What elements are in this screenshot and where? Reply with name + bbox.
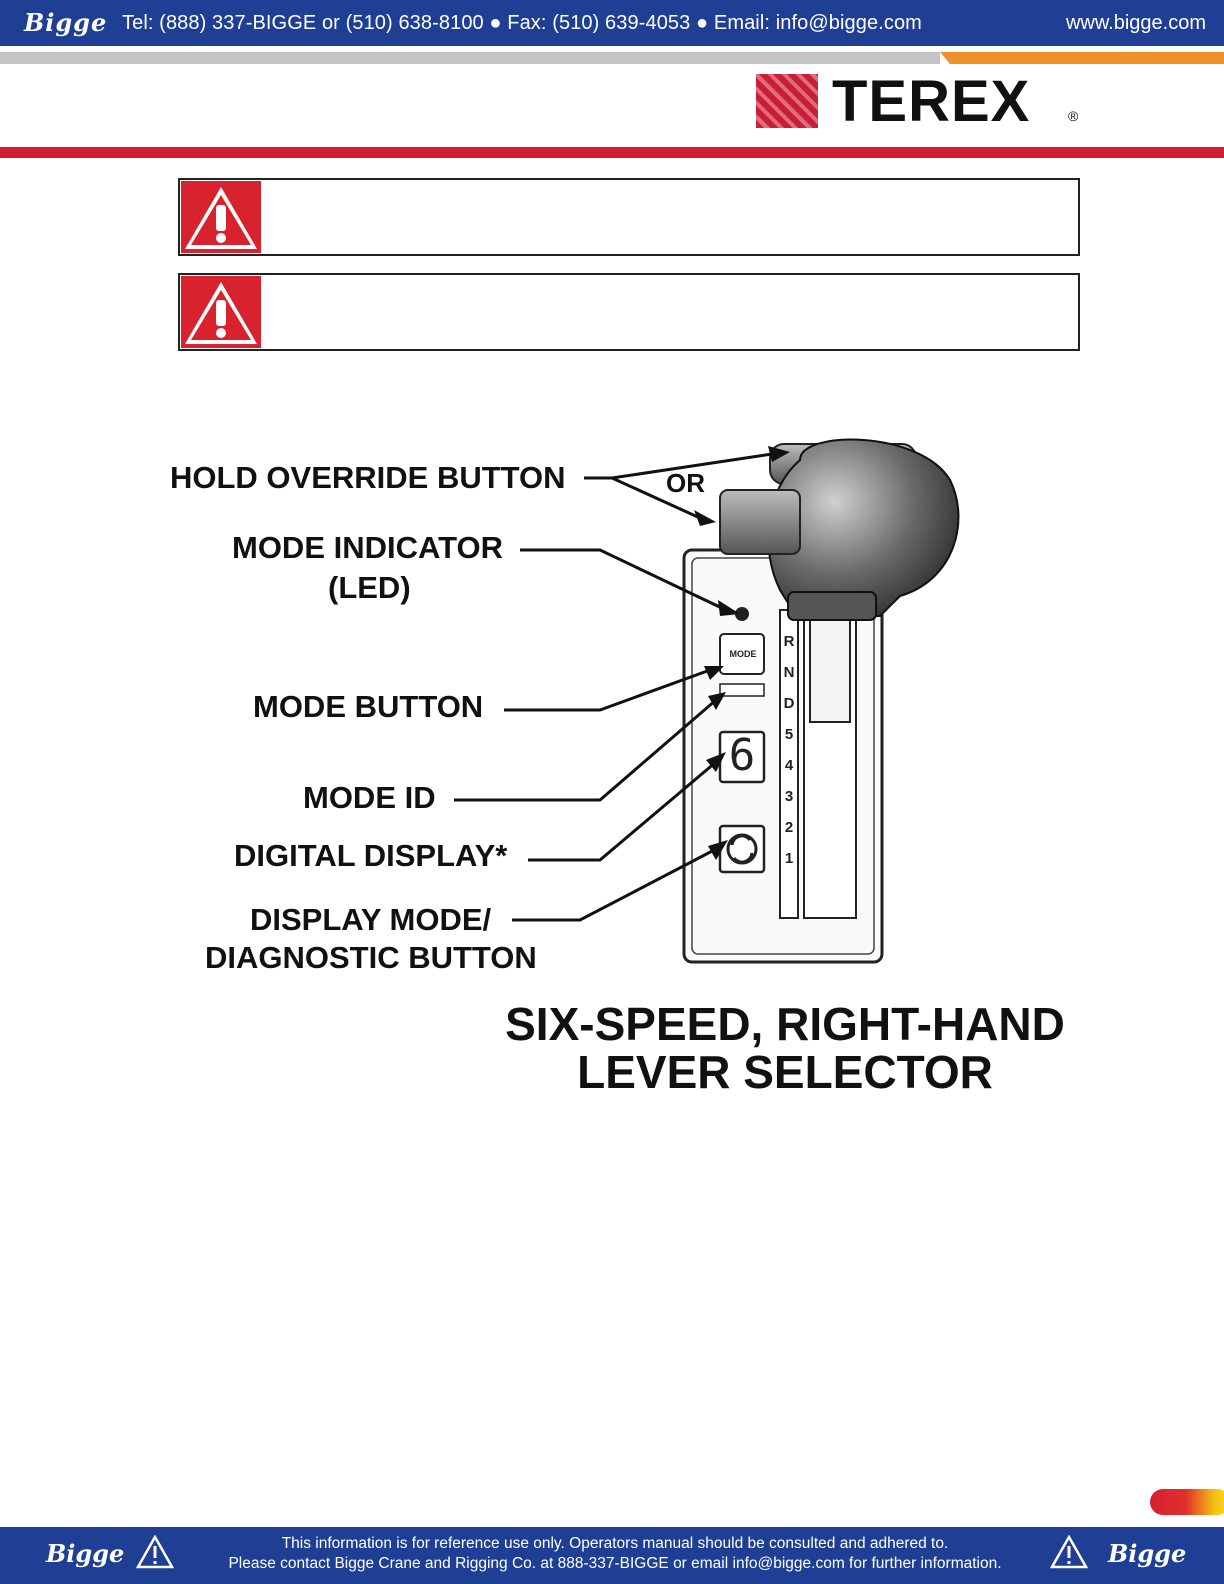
gear-position-label: R: [783, 633, 795, 650]
orange-stripe: [940, 52, 1224, 64]
label-or: OR: [666, 468, 705, 498]
footer-bigge-logo-right: Bigge: [1108, 1539, 1187, 1568]
gear-position-label: 5: [784, 726, 794, 743]
warning-box-2: [178, 273, 1080, 351]
terex-logo-text: TEREX: [832, 69, 1031, 134]
gray-stripe: [0, 52, 940, 64]
warning-box-1: [178, 178, 1080, 256]
label-mode-indicator: MODE INDICATOR: [232, 530, 503, 565]
terex-logo-mark: [756, 74, 818, 128]
gear-position-label: 4: [784, 757, 794, 774]
footer-bar: Bigge This information is for reference …: [0, 1527, 1224, 1584]
footer-line2: Please contact Bigge Crane and Rigging C…: [228, 1555, 1002, 1572]
footer-disclaimer: This information is for reference use on…: [190, 1534, 1040, 1574]
footer-line1: This information is for reference use on…: [281, 1535, 949, 1552]
figure-title-line2: LEVER SELECTOR: [577, 1046, 993, 1098]
warning-icon: [136, 1535, 174, 1569]
mode-key: [719, 633, 765, 675]
footer-bigge-logo-left: Bigge: [46, 1539, 125, 1568]
header-bar: Bigge Tel: (888) 337-BIGGE or (510) 638-…: [0, 0, 1224, 46]
bigge-logo: Bigge: [24, 8, 108, 37]
label-display-mode: DISPLAY MODE/: [250, 902, 492, 937]
contact-info: Tel: (888) 337-BIGGE or (510) 638-8100 ●…: [122, 12, 922, 34]
lever-selector-drawing: [454, 438, 960, 964]
gear-position-label: N: [783, 664, 795, 681]
figure-title-line1: SIX-SPEED, RIGHT-HAND: [505, 998, 1065, 1050]
label-hold-override: HOLD OVERRIDE BUTTON: [170, 460, 566, 495]
lever-selector-figure: HOLD OVERRIDE BUTTON OR MODE INDICATOR (…: [160, 420, 1100, 1110]
label-led: (LED): [328, 570, 411, 605]
label-mode-button: MODE BUTTON: [253, 689, 484, 724]
figure-title: SIX-SPEED, RIGHT-HAND LEVER SELECTOR: [480, 1000, 1090, 1096]
label-digital-display: DIGITAL DISPLAY*: [234, 838, 508, 873]
digital-display-digit: 6: [728, 730, 756, 781]
warning-icon: [181, 181, 261, 253]
gear-position-label: D: [783, 695, 795, 712]
mode-key-label: MODE: [729, 649, 757, 659]
terex-logo: TEREX ®: [756, 69, 1086, 134]
warning-icon: [1050, 1535, 1088, 1569]
registered-mark: ®: [1068, 108, 1079, 124]
gear-position-label: 1: [784, 850, 794, 867]
gear-position-label: 2: [784, 819, 794, 836]
warning-icon: [181, 276, 261, 348]
header-divider: [0, 147, 1224, 158]
label-mode-id: MODE ID: [303, 780, 436, 815]
gear-position-label: 3: [784, 788, 794, 805]
website-link[interactable]: www.bigge.com: [1065, 12, 1206, 34]
label-diagnostic-button: DIAGNOSTIC BUTTON: [205, 940, 537, 975]
color-pill: [1150, 1489, 1224, 1515]
